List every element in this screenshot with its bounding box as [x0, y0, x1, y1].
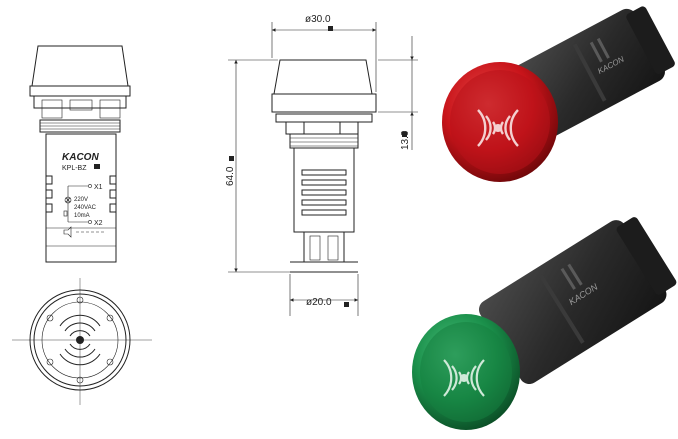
- model-label: KPL-BZ: [62, 165, 87, 172]
- dim-bezel-height: 13.0: [400, 130, 411, 150]
- dim-height: 64.0: [225, 166, 236, 186]
- dim-bottom-diameter: ø20.0: [306, 297, 332, 308]
- terminal-x2-label: X2: [94, 220, 103, 227]
- top-view: [12, 278, 152, 405]
- red-sound-icon: [477, 109, 519, 147]
- side-view-labeled: KACON KPL-BZ X1 220V 240VAC 10mA X2: [29, 45, 131, 263]
- terminal-x1-label: X1: [94, 184, 103, 191]
- dimensioned-side-view: ø30.0 64.0 13.0 ø20.0: [225, 14, 418, 316]
- dim-top-diameter: ø30.0: [305, 14, 331, 25]
- green-buzzer-photo: KACON: [412, 217, 677, 430]
- voltage-ac-label: 240VAC: [74, 205, 97, 211]
- current-label: 10mA: [74, 213, 90, 219]
- voltage-dc-label: 220V: [74, 197, 88, 203]
- brand-logo-text: KACON: [62, 152, 99, 163]
- red-buzzer-photo: KACON: [442, 6, 675, 182]
